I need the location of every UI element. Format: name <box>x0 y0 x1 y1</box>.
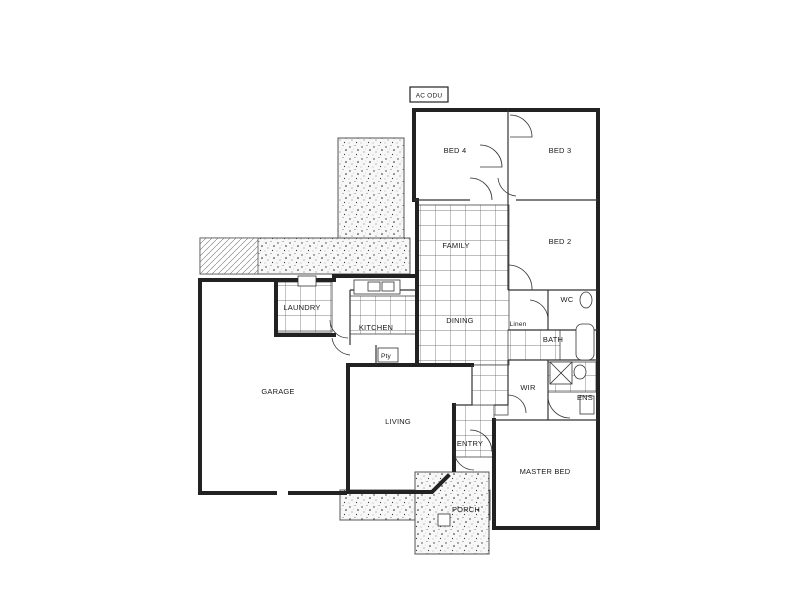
label-laundry: LAUNDRY <box>283 303 320 312</box>
outer-walls <box>198 108 600 530</box>
fixtures <box>297 275 595 527</box>
label-linen: Linen <box>510 321 527 328</box>
label-wc: WC <box>561 295 574 304</box>
label-master-bed: MASTER BED <box>520 467 571 476</box>
label-entry: ENTRY <box>457 439 483 448</box>
label-garage: GARAGE <box>261 387 294 396</box>
label-bed4: BED 4 <box>444 146 467 155</box>
label-bath: BATH <box>543 335 563 344</box>
label-porch: PORCH <box>452 505 480 514</box>
label-kitchen: KITCHEN <box>359 323 393 332</box>
label-bed3: BED 3 <box>549 146 572 155</box>
ac-unit-label: AC ODU <box>416 93 443 100</box>
room-labels: BED 4 BED 3 BED 2 FAMILY LAUNDRY KITCHEN… <box>261 146 593 514</box>
label-family: FAMILY <box>442 241 469 250</box>
garage-step <box>199 237 259 275</box>
label-pantry: Pty <box>381 353 392 360</box>
door-swings <box>329 114 571 471</box>
label-bed2: BED 2 <box>549 237 572 246</box>
interior-walls <box>349 110 598 421</box>
ac-unit: AC ODU <box>409 86 449 103</box>
label-wir: WIR <box>520 383 536 392</box>
label-ens: ENS <box>577 393 593 402</box>
label-dining: DINING <box>446 316 473 325</box>
label-living: LIVING <box>385 417 411 426</box>
